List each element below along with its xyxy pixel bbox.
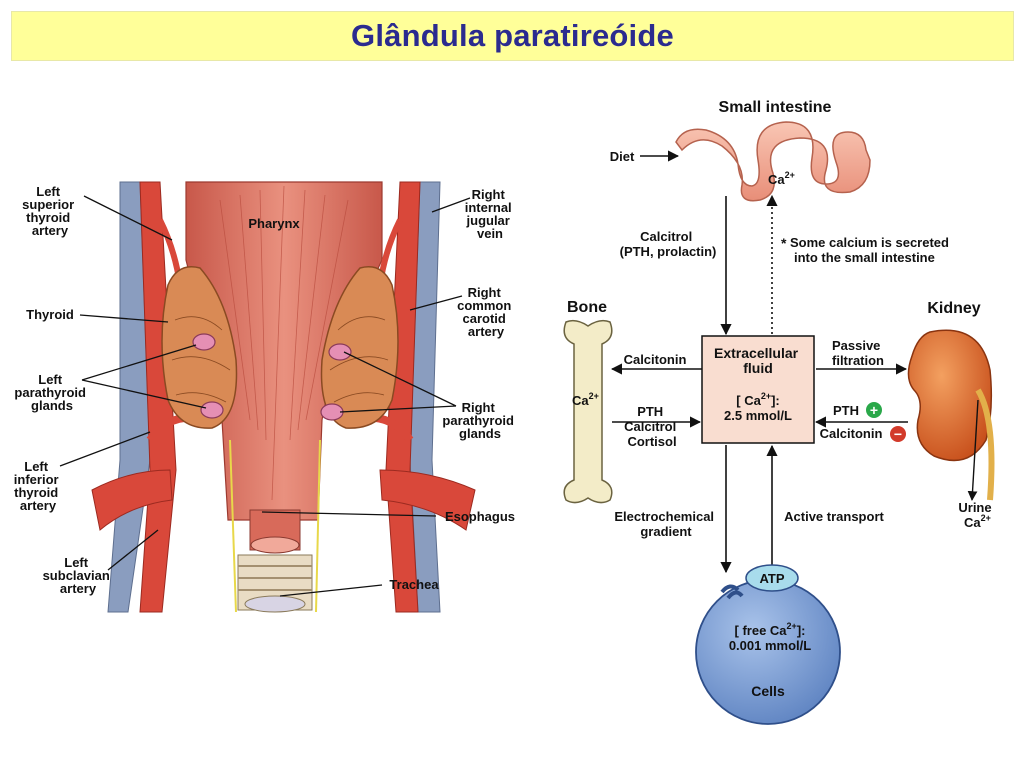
atp-pump [745, 564, 799, 592]
vagus-nerve-left [229, 439, 237, 613]
label-diet: Diet [610, 149, 635, 164]
label-right-parathyroid-glands: Right parathyroid glands [442, 400, 517, 441]
trachea-opening [244, 595, 306, 613]
label-left-subclavian-artery: Left subclavian artery [43, 555, 114, 596]
anatomy-leader-lines [59, 195, 471, 597]
label-pth-calcitrol-cortisol: PTH Calcitrol Cortisol [624, 404, 680, 449]
plus-sign: + [870, 402, 878, 418]
ureter [975, 388, 995, 501]
label-calcitonin-kidney: Calcitonin [820, 426, 883, 441]
label-kidney: Kidney [927, 300, 980, 317]
arrow-kidney-to-urine [967, 399, 979, 501]
plus-icon [866, 402, 882, 418]
ecf-concentration-value: 2.5 mmol/L [724, 408, 792, 423]
label-right-internal-jugular-vein: Right internal jugular vein [465, 187, 516, 241]
slide-title: Glândula paratireóide [351, 18, 674, 53]
title-bar: Glândula paratireóide [11, 11, 1014, 61]
extracellular-fluid-box [701, 335, 815, 444]
cells-concentration-label: [ free Ca2+]: [735, 621, 806, 638]
intestine-ca-label: Ca2+ [768, 170, 795, 187]
label-calcitonin-bone: Calcitonin [624, 352, 687, 367]
label-electrochemical-gradient: Electrochemical gradient [614, 509, 717, 539]
cells-concentration-value: 0.001 mmol/L [729, 638, 811, 653]
pharynx-muscle-lines [219, 185, 349, 501]
label-right-common-carotid-artery: Right common carotid artery [457, 285, 515, 339]
minus-sign: − [894, 426, 902, 442]
label-secretion-note: Some calcium is secreted into the small … [790, 235, 953, 265]
minus-icon [890, 426, 906, 442]
label-urine: Urine [958, 500, 991, 515]
right-subclavian-artery [379, 469, 476, 531]
bone-shape [563, 319, 613, 504]
right-parathyroid-gland-upper [328, 343, 352, 361]
label-left-inferior-thyroid-artery: Left inferior thyroid artery [14, 459, 62, 513]
bone-ca-label: Ca2+ [572, 391, 599, 408]
left-parathyroid-gland-lower [200, 401, 224, 419]
label-pth-kidney: PTH [833, 403, 859, 418]
calcium-diagram: Small intestine Ca2+ Diet Calcitrol (PTH… [563, 99, 995, 725]
label-thyroid: Thyroid [26, 307, 74, 322]
left-parathyroid-gland-upper [192, 333, 216, 351]
label-atp: ATP [759, 571, 784, 586]
trachea-rings [238, 565, 312, 591]
ecf-concentration-label: [ Ca2+]: [736, 391, 780, 408]
label-small-intestine: Small intestine [719, 99, 832, 116]
label-active-transport: Active transport [784, 509, 884, 524]
label-trachea: Trachea [389, 577, 439, 592]
label-left-superior-thyroid-artery: Left superior thyroid artery [22, 184, 78, 238]
label-passive-filtration: Passive filtration [832, 338, 884, 368]
right-parathyroid-gland-lower [320, 403, 344, 421]
label-esophagus: Esophagus [445, 509, 515, 524]
esophagus-opening [250, 536, 300, 554]
urine-ca-label: Ca2+ [964, 513, 991, 530]
anatomy-illustration: Pharynx Left superior thyroid artery Thy… [14, 181, 517, 613]
label-pharynx: Pharynx [248, 216, 300, 231]
asterisk-marker: * [781, 235, 787, 251]
label-bone: Bone [567, 299, 607, 316]
ion-channel-icon [720, 584, 744, 600]
thyroid-lobule-lines [171, 316, 389, 403]
ecf-title: Extracellular fluid [714, 345, 802, 376]
kidney-shape [907, 329, 993, 462]
label-left-parathyroid-glands: Left parathyroid glands [14, 372, 89, 413]
left-subclavian-artery [91, 469, 173, 531]
label-cells: Cells [751, 683, 785, 699]
label-calcitrol-absorption: Calcitrol (PTH, prolactin) [620, 229, 717, 259]
vagus-nerve-right [315, 439, 321, 613]
small-intestine-shape [675, 121, 871, 202]
